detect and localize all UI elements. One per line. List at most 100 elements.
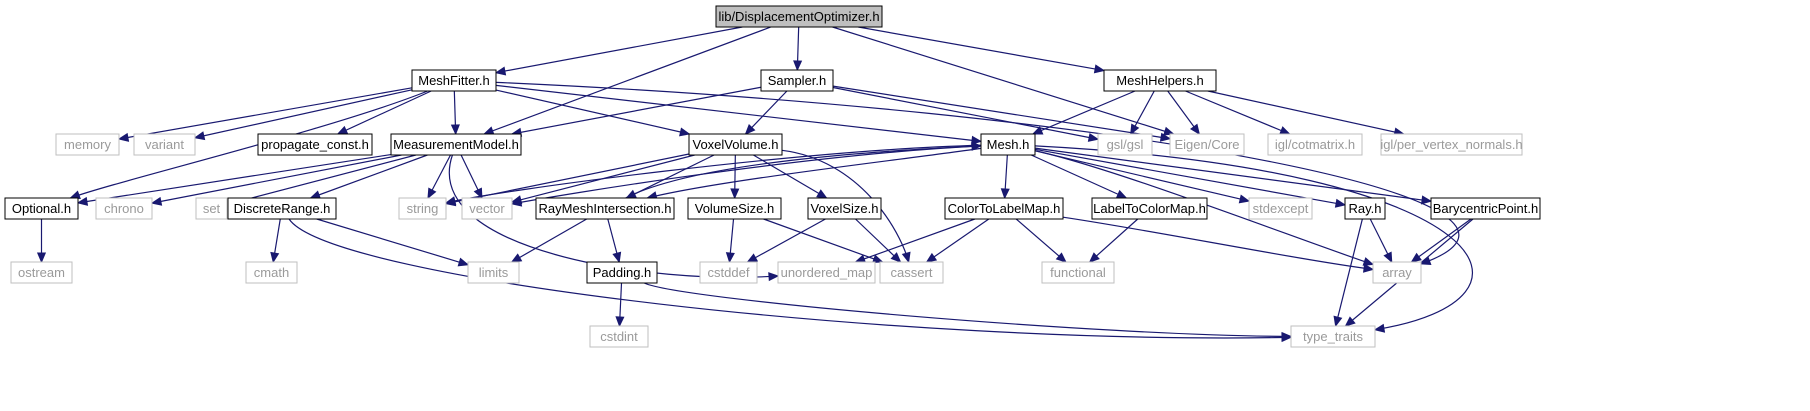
node-dr[interactable]: DiscreteRange.h (227, 197, 337, 220)
edge-arrowhead-root-to-mm (482, 126, 495, 135)
edge-arrowhead-smp-to-gsl (1087, 132, 1100, 142)
edge-arrowhead-mesh-to-ltc (1115, 189, 1128, 199)
node-box-cassert (879, 261, 944, 284)
edge-arrowhead-mh-to-eigen (1189, 123, 1201, 136)
node-box-dr (227, 197, 337, 220)
node-vs[interactable]: VolumeSize.h (687, 197, 782, 220)
node-box-vv (688, 133, 783, 156)
edge-arrowhead-root-to-smp (793, 60, 803, 72)
node-ray[interactable]: Ray.h (1344, 197, 1386, 220)
node-box-gsl (1097, 133, 1153, 156)
edge-arrowhead-mh-to-cot (1279, 126, 1291, 135)
node-ctl[interactable]: ColorToLabelMap.h (944, 197, 1064, 220)
node-var: variant (133, 133, 196, 156)
edge-vv-to-vxs (753, 154, 827, 199)
node-label-ltc: LabelToColorMap.h (1093, 201, 1206, 216)
edge-arrowhead-opt-to-ostr (36, 252, 47, 264)
node-label-pvn: igl/per_vertex_normals.h (1380, 137, 1522, 152)
node-pad[interactable]: Padding.h (586, 261, 658, 284)
node-label-smp: Sampler.h (768, 73, 827, 88)
edge-mf-to-opt (70, 90, 428, 199)
node-box-str (398, 197, 447, 220)
node-array: array (1372, 261, 1422, 284)
node-root[interactable]: lib/DisplacementOptimizer.h (715, 5, 883, 28)
edge-rmi-to-limits (511, 218, 588, 263)
node-label-set: set (203, 201, 221, 216)
edge-mh-to-cot (1185, 90, 1290, 135)
node-label-cstdint: cstdint (600, 329, 638, 344)
edge-mm-to-chrono (151, 154, 402, 204)
node-bary[interactable]: BarycentricPoint.h (1430, 197, 1541, 220)
edge-arrowhead-root-to-eigen (1163, 126, 1175, 136)
node-mf[interactable]: MeshFitter.h (411, 69, 497, 92)
edge-arrowhead-dr-to-limits (457, 257, 470, 267)
node-label-pad: Padding.h (593, 265, 652, 280)
node-box-ray (1344, 197, 1386, 220)
node-box-chrono (95, 197, 153, 220)
node-label-gsl: gsl/gsl (1107, 137, 1144, 152)
edge-arrowhead-pad-to-cstdint (615, 316, 625, 328)
node-box-var (133, 133, 196, 156)
edge-mh-to-pvn (1207, 90, 1404, 135)
node-cassert: cassert (879, 261, 944, 284)
node-func: functional (1041, 261, 1115, 284)
edge-arrowhead-rmi-to-pad (612, 251, 622, 264)
edge-mesh-to-bary (1034, 147, 1432, 202)
edge-arrowhead-rmi-to-mesh (971, 141, 983, 151)
edge-mf-to-vv (495, 89, 690, 135)
node-label-dr: DiscreteRange.h (234, 201, 331, 216)
edge-arrowhead-root-to-mf (494, 66, 507, 76)
node-label-vxs: VoxelSize.h (811, 201, 879, 216)
edge-arrowhead-mf-to-mm (450, 124, 460, 136)
node-label-vec: vector (469, 201, 505, 216)
node-box-func (1041, 261, 1115, 284)
edge-root-to-mh (858, 26, 1105, 72)
edge-mesh-to-ltc (1030, 154, 1127, 199)
node-pc[interactable]: propagate_const.h (257, 133, 373, 156)
node-box-stdex (1248, 197, 1313, 220)
edge-arrowhead-pad-to-tt (1281, 331, 1293, 341)
edge-arrowhead-mf-to-array (1419, 256, 1432, 266)
edge-arrowhead-mf-to-vv (679, 127, 691, 137)
node-label-stdex: stdexcept (1253, 201, 1309, 216)
node-vxs[interactable]: VoxelSize.h (807, 197, 882, 220)
node-set: set (195, 197, 228, 220)
node-ltc[interactable]: LabelToColorMap.h (1091, 197, 1208, 220)
node-label-mm: MeasurementModel.h (393, 137, 519, 152)
node-mesh[interactable]: Mesh.h (980, 133, 1036, 156)
node-str: string (398, 197, 447, 220)
edge-mesh-to-ray (1034, 148, 1346, 206)
edge-mesh-to-tt (1034, 145, 1474, 331)
node-mh[interactable]: MeshHelpers.h (1103, 69, 1217, 92)
edge-vxs-to-cstddef (747, 218, 826, 263)
node-label-str: string (407, 201, 439, 216)
edge-arrowhead-smp-to-eigen (1159, 132, 1172, 142)
node-opt[interactable]: Optional.h (4, 197, 79, 220)
node-box-eigen (1169, 133, 1245, 156)
node-box-root (715, 5, 883, 28)
edge-mf-to-mem (118, 87, 413, 140)
edge-mm-to-dr (310, 154, 428, 199)
node-label-limits: limits (479, 265, 509, 280)
edge-mesh-to-stdex (1034, 150, 1250, 202)
edge-arrowhead-bary-to-tt (1344, 316, 1356, 327)
edge-arrowhead-mesh-to-ray (1334, 198, 1347, 208)
edge-arrowhead-mf-to-mem (117, 132, 130, 142)
node-box-cstddef (699, 261, 758, 284)
node-mm[interactable]: MeasurementModel.h (390, 133, 522, 156)
node-label-eigen: Eigen/Core (1174, 137, 1239, 152)
node-vv[interactable]: VoxelVolume.h (688, 133, 783, 156)
edge-mf-to-var (194, 89, 413, 139)
edge-arrowhead-dr-to-cmath (270, 251, 280, 264)
node-box-vs (687, 197, 782, 220)
node-rmi[interactable]: RayMeshIntersection.h (535, 197, 675, 220)
edge-arrowhead-mm-to-str (427, 187, 437, 200)
edge-arrowhead-mesh-to-str (444, 196, 457, 206)
edge-arrowhead-mm-to-vec (473, 187, 483, 200)
node-smp[interactable]: Sampler.h (760, 69, 834, 92)
edge-smp-to-mm (511, 86, 762, 135)
edge-arrowhead-vs-to-cstddef (725, 252, 735, 264)
node-label-opt: Optional.h (12, 201, 71, 216)
node-label-ostr: ostream (18, 265, 65, 280)
edge-mesh-to-rmi (647, 147, 982, 199)
